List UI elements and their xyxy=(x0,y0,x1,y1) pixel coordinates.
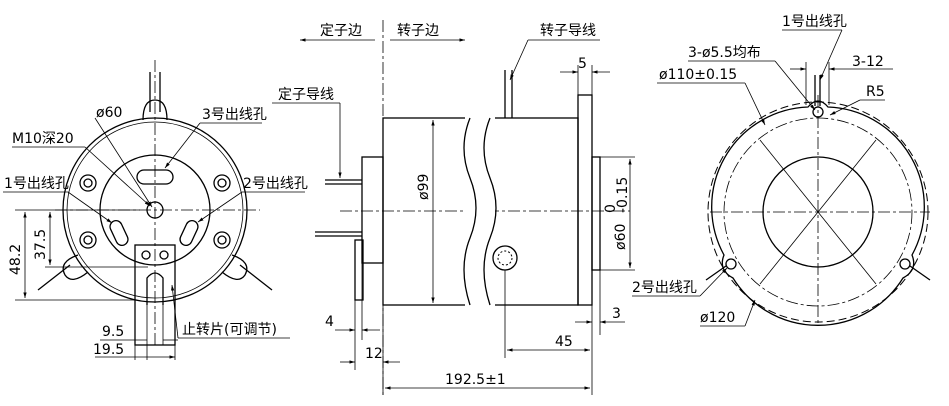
label-m10: M10深20 xyxy=(12,131,74,147)
label-stop-plate: 止转片(可调节) xyxy=(182,322,277,338)
dim-phi60: ø60 xyxy=(613,224,629,250)
outlet-hole-1 xyxy=(109,220,129,246)
dim-phi60-tol-lower: -0.15 xyxy=(615,177,631,213)
outlet-hole-3 xyxy=(136,169,174,185)
rotor-flange xyxy=(577,94,593,306)
wire xyxy=(37,264,71,291)
phi120-circle xyxy=(707,101,929,323)
rear-flange xyxy=(711,100,925,326)
screw xyxy=(141,250,151,260)
dim-48-2: 48.2 xyxy=(8,244,24,275)
label-stator-side: 定子边 xyxy=(320,23,362,39)
rear-view: 1号出线孔 3-ø5.5均布 3-12 ø110±0.15 R5 2号出线孔 ø… xyxy=(632,14,931,327)
stop-plate-side xyxy=(354,239,364,301)
wire xyxy=(239,264,273,291)
top-ear xyxy=(142,99,168,121)
dim-3: 3 xyxy=(612,306,621,322)
side-view: 定子边 转子边 转子导线 定子导线 5 ø99 ø60 0 -0.15 4 12… xyxy=(272,20,635,395)
front-view: ø60 M10深20 3号出线孔 1号出线孔 2号出线孔 48.2 37.5 9… xyxy=(3,60,308,360)
dim-37-5: 37.5 xyxy=(33,229,49,260)
right-ear xyxy=(221,254,248,280)
phi110-bolt-circle xyxy=(723,117,913,307)
label-rear-outlet-1: 1号出线孔 xyxy=(782,14,847,30)
label-outlet-1: 1号出线孔 xyxy=(4,176,69,192)
center-hub-m10 xyxy=(146,201,164,219)
label-outlet-3: 3号出线孔 xyxy=(202,107,267,123)
hole xyxy=(812,106,824,118)
label-rotor-side: 转子边 xyxy=(397,23,439,39)
stop-slot xyxy=(146,272,164,305)
label-phi110: ø110±0.15 xyxy=(659,67,737,83)
label-stator-lead: 定子导线 xyxy=(278,87,334,103)
hub-circle xyxy=(762,156,874,268)
dim-phi60-tol-upper: 0 xyxy=(603,204,619,213)
dim-9-5: 9.5 xyxy=(102,324,124,340)
rotor-hub xyxy=(591,156,601,271)
dim-phi99: ø99 xyxy=(416,174,432,200)
label-rear-outlet-2: 2号出线孔 xyxy=(632,280,697,296)
label-rotor-lead: 转子导线 xyxy=(540,23,596,39)
dim-4: 4 xyxy=(325,314,334,330)
label-3-12: 3-12 xyxy=(852,54,884,70)
stator-flange xyxy=(361,156,384,264)
dim-19-5: 19.5 xyxy=(93,342,124,358)
label-phi60: ø60 xyxy=(96,105,122,121)
dim-5: 5 xyxy=(578,56,587,72)
hole xyxy=(725,258,737,270)
hole xyxy=(899,258,911,270)
stop-plate xyxy=(134,244,176,346)
left-ear xyxy=(62,254,89,280)
dim-length: 192.5±1 xyxy=(445,372,506,388)
bolt-holes xyxy=(79,174,231,249)
label-outlet-2: 2号出线孔 xyxy=(243,176,308,192)
dim-12: 12 xyxy=(365,346,383,362)
label-phi120: ø120 xyxy=(700,310,735,326)
outlet-hole-2 xyxy=(179,220,199,246)
label-holes: 3-ø5.5均布 xyxy=(688,45,761,61)
label-r5: R5 xyxy=(866,84,885,100)
screw xyxy=(159,250,169,260)
connector xyxy=(492,245,518,271)
dim-45: 45 xyxy=(555,334,573,350)
